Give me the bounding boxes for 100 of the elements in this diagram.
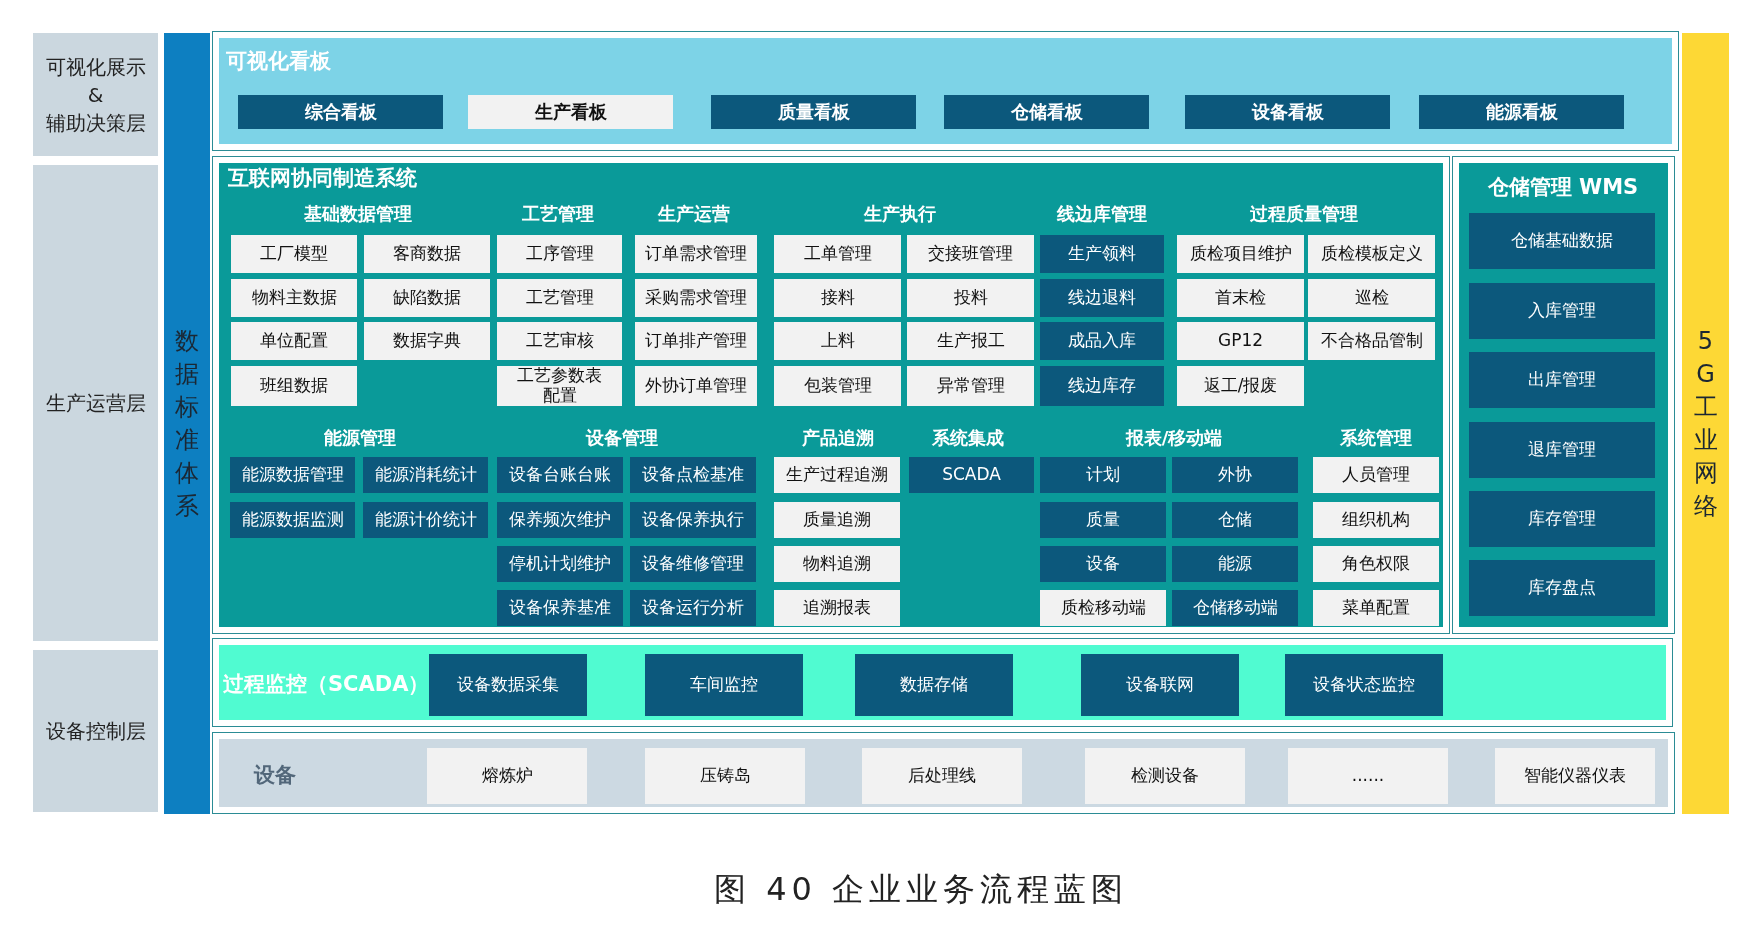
module-tile: 仓储基础数据	[1469, 213, 1655, 269]
layer-band: 设备控制层	[33, 650, 158, 812]
module-tile: 检测设备	[1085, 748, 1245, 804]
group-heading: 过程质量管理	[1250, 202, 1358, 226]
module-tile: 能源消耗统计	[363, 457, 488, 493]
module-tile: 智能仪器仪表	[1495, 748, 1655, 804]
module-tile: 设备台账台账	[497, 457, 623, 493]
module-tile: 设备状态监控	[1285, 654, 1443, 716]
module-tile: 巡检	[1308, 279, 1435, 317]
equipment-panel	[212, 732, 1675, 814]
dashboard-tile: 仓储看板	[944, 95, 1149, 129]
warehouse-panel	[1452, 156, 1675, 634]
group-heading: 生产执行	[864, 202, 936, 226]
group-heading: 线边库管理	[1057, 202, 1147, 226]
dashboard-tile: 生产看板	[468, 95, 673, 129]
module-tile: 菜单配置	[1313, 590, 1439, 626]
module-tile: 采购需求管理	[635, 279, 757, 317]
module-tile: 投料	[907, 279, 1034, 317]
module-tile: 数据存储	[855, 654, 1013, 716]
group-heading: 工艺管理	[522, 202, 594, 226]
module-tile: 后处理线	[862, 748, 1022, 804]
module-tile: 上料	[774, 322, 901, 360]
module-tile: ......	[1288, 748, 1448, 804]
module-tile: 角色权限	[1313, 546, 1439, 582]
module-tile: 设备保养执行	[630, 502, 756, 538]
module-tile: 订单需求管理	[635, 235, 757, 273]
dashboard-tile: 综合看板	[238, 95, 443, 129]
dashboard-tile: 能源看板	[1419, 95, 1624, 129]
group-heading: 能源管理	[324, 426, 396, 450]
module-tile: 生产领料	[1040, 235, 1164, 273]
module-tile: 外协订单管理	[635, 366, 757, 406]
figure-caption: 图 40 企业业务流程蓝图	[713, 869, 1129, 909]
group-heading: 基础数据管理	[304, 202, 412, 226]
module-tile: 出库管理	[1469, 352, 1655, 408]
module-tile: 物料主数据	[231, 279, 357, 317]
module-tile: 工艺管理	[497, 279, 622, 317]
group-heading: 产品追溯	[802, 426, 874, 450]
module-tile: 工序管理	[497, 235, 622, 273]
module-tile: 交接班管理	[907, 235, 1034, 273]
module-tile: 设备数据采集	[429, 654, 587, 716]
module-tile: 压铸岛	[645, 748, 805, 804]
module-tile: 库存管理	[1469, 491, 1655, 547]
module-tile: GP12	[1177, 322, 1304, 360]
module-tile: 工艺审核	[497, 322, 622, 360]
panel-title: 过程监控（SCADA）	[223, 671, 430, 697]
module-tile: 单位配置	[231, 322, 357, 360]
module-tile: 能源计价统计	[363, 502, 488, 538]
vertical-bar: 数据标准体系	[164, 33, 210, 814]
system-panel	[212, 156, 1450, 634]
module-tile: 设备联网	[1081, 654, 1239, 716]
module-tile: 物料追溯	[774, 546, 900, 582]
module-tile: 缺陷数据	[364, 279, 490, 317]
module-tile: 退库管理	[1469, 422, 1655, 478]
module-tile: 设备维修管理	[630, 546, 756, 582]
module-tile: 能源	[1172, 546, 1298, 582]
dashboard-tile: 设备看板	[1185, 95, 1390, 129]
monitoring-panel	[212, 638, 1673, 727]
module-tile: 工厂模型	[231, 235, 357, 273]
module-tile: 车间监控	[645, 654, 803, 716]
module-tile: 熔炼炉	[427, 748, 587, 804]
module-tile: 仓储移动端	[1172, 590, 1298, 626]
module-tile: 设备运行分析	[630, 590, 756, 626]
module-tile: 包装管理	[774, 366, 901, 406]
module-tile: 人员管理	[1313, 457, 1439, 493]
module-tile: 生产报工	[907, 322, 1034, 360]
module-tile: 线边库存	[1040, 366, 1164, 406]
module-tile: 外协	[1172, 457, 1298, 493]
module-tile: 接料	[774, 279, 901, 317]
group-heading: 系统管理	[1340, 426, 1412, 450]
module-tile: 库存盘点	[1469, 560, 1655, 616]
dashboard-panel	[212, 31, 1679, 151]
module-tile: 质检项目维护	[1177, 235, 1304, 273]
module-tile: 组织机构	[1313, 502, 1439, 538]
group-heading: 生产运营	[658, 202, 730, 226]
module-tile: 能源数据监测	[230, 502, 355, 538]
module-tile: 设备	[1040, 546, 1166, 582]
module-tile: 质量追溯	[774, 502, 900, 538]
group-heading: 报表/移动端	[1125, 426, 1223, 450]
module-tile: 设备点检基准	[630, 457, 756, 493]
layer-band: 可视化展示 & 辅助决策层	[33, 33, 158, 156]
module-tile: 质检模板定义	[1308, 235, 1435, 273]
module-tile: 客商数据	[364, 235, 490, 273]
panel-title: 可视化看板	[226, 48, 331, 74]
module-tile: 能源数据管理	[230, 457, 355, 493]
module-tile: 质量	[1040, 502, 1166, 538]
module-tile: 不合格品管制	[1308, 322, 1435, 360]
module-tile: 停机计划维护	[497, 546, 623, 582]
module-tile: 生产过程追溯	[774, 457, 900, 493]
module-tile: 班组数据	[231, 366, 357, 406]
module-tile: 返工/报废	[1177, 366, 1304, 406]
module-tile: SCADA	[909, 457, 1034, 493]
module-tile: 追溯报表	[774, 590, 900, 626]
panel-title: 设备	[254, 762, 296, 788]
module-tile: 质检移动端	[1040, 590, 1166, 626]
vertical-bar: 5G工业网络	[1682, 33, 1729, 814]
group-heading: 系统集成	[932, 426, 1004, 450]
module-tile: 成品入库	[1040, 322, 1164, 360]
module-tile: 计划	[1040, 457, 1166, 493]
module-tile: 线边退料	[1040, 279, 1164, 317]
layer-band: 生产运营层	[33, 165, 158, 641]
